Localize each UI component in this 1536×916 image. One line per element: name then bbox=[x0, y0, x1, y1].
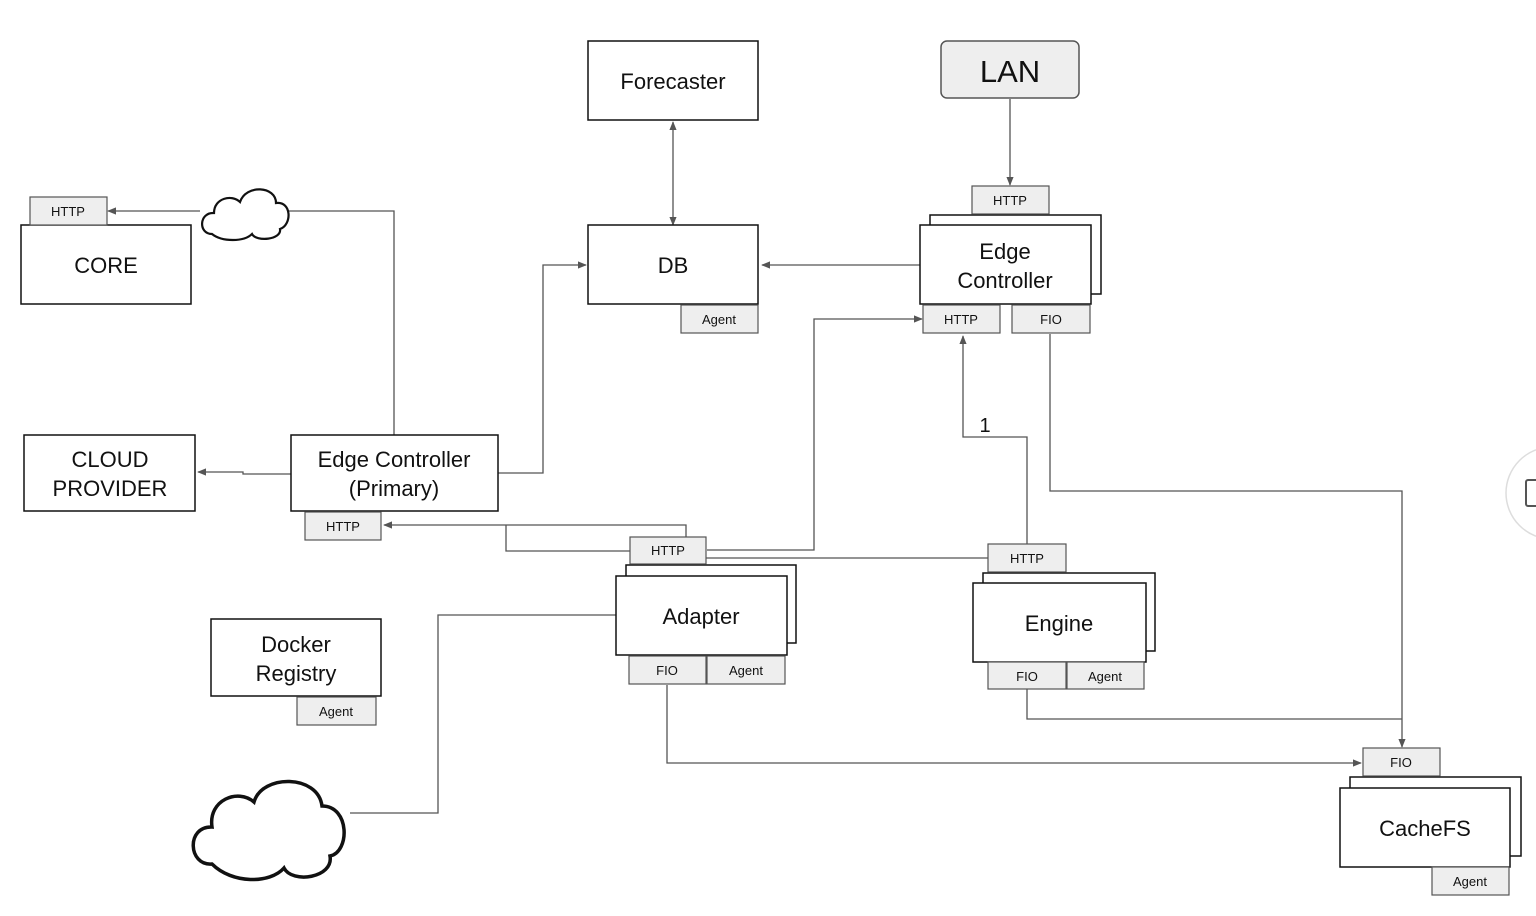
db-node[interactable]: DB bbox=[587, 224, 759, 305]
cachefs-fio-port[interactable]: FIO bbox=[1362, 747, 1441, 777]
adapter-node[interactable]: Adapter bbox=[615, 564, 797, 656]
edge-controller-primary-node[interactable]: Edge Controller (Primary) bbox=[290, 434, 499, 512]
panel-icon bbox=[1525, 479, 1536, 507]
connector-primary-to-cloud-provider bbox=[197, 468, 291, 476]
docker-registry-label-line1: Docker bbox=[261, 632, 331, 657]
edge-controller-http-bottom-port[interactable]: HTTP bbox=[922, 304, 1001, 334]
edge-primary-http-label: HTTP bbox=[326, 519, 360, 534]
lan-label: LAN bbox=[980, 54, 1040, 89]
engine-agent-label: Agent bbox=[1088, 669, 1122, 684]
engine-http-label: HTTP bbox=[1010, 551, 1044, 566]
engine-label: Engine bbox=[1025, 611, 1094, 636]
docker-registry-node[interactable]: Docker Registry bbox=[210, 618, 382, 697]
lan-node[interactable]: LAN bbox=[940, 40, 1080, 99]
edge-controller-label-line1: Edge bbox=[979, 239, 1030, 264]
edge-controller-http-top-label: HTTP bbox=[993, 193, 1027, 208]
core-node[interactable]: CORE bbox=[20, 224, 192, 305]
adapter-fio-port[interactable]: FIO bbox=[628, 655, 707, 685]
edge-controller-fio-port[interactable]: FIO bbox=[1011, 304, 1091, 334]
cachefs-fio-label: FIO bbox=[1390, 755, 1412, 770]
cloud-provider-label-line1: CLOUD bbox=[71, 447, 148, 472]
engine-fio-label: FIO bbox=[1016, 669, 1038, 684]
connector-adapter-fio-to-cachefs bbox=[666, 685, 1362, 767]
docker-registry-label-line2: Registry bbox=[256, 661, 337, 686]
connector-primary-to-db bbox=[498, 261, 587, 474]
connector-cloud-to-core bbox=[108, 211, 395, 435]
cachefs-agent-port[interactable]: Agent bbox=[1431, 866, 1510, 896]
db-agent-port[interactable]: Agent bbox=[680, 304, 759, 334]
edge-controller-http-bottom-label: HTTP bbox=[944, 312, 978, 327]
adapter-fio-label: FIO bbox=[656, 663, 678, 678]
docker-registry-agent-label: Agent bbox=[319, 704, 353, 719]
edge-label-one: 1 bbox=[979, 415, 990, 437]
adapter-label: Adapter bbox=[662, 604, 739, 629]
core-http-label: HTTP bbox=[51, 204, 85, 219]
edge-primary-label-line2: (Primary) bbox=[349, 476, 439, 501]
edge-controller-fio-label: FIO bbox=[1040, 312, 1062, 327]
edge-primary-label-line1: Edge Controller bbox=[318, 447, 471, 472]
connector-adapter-loop bbox=[505, 525, 630, 552]
cachefs-label: CacheFS bbox=[1379, 816, 1471, 841]
engine-node[interactable]: Engine bbox=[972, 572, 1156, 663]
connector-engine-adapter-http bbox=[689, 556, 988, 559]
edge-controller-http-top-port[interactable]: HTTP bbox=[971, 185, 1050, 215]
connector-adapter-to-primary-http bbox=[383, 521, 687, 537]
connector-adapter-to-edge-controller-http bbox=[707, 315, 923, 551]
engine-http-port[interactable]: HTTP bbox=[987, 543, 1067, 573]
db-agent-label: Agent bbox=[702, 312, 736, 327]
cachefs-node[interactable]: CacheFS bbox=[1339, 776, 1522, 868]
forecaster-node[interactable]: Forecaster bbox=[587, 40, 759, 121]
edge-controller-node[interactable]: Edge Controller bbox=[919, 214, 1102, 305]
edge-primary-http-port[interactable]: HTTP bbox=[304, 511, 382, 541]
connector-cloud-to-adapter bbox=[350, 614, 616, 814]
adapter-agent-port[interactable]: Agent bbox=[706, 655, 786, 685]
engine-agent-port[interactable]: Agent bbox=[1066, 661, 1145, 690]
cloud-icon-bottom bbox=[191, 779, 346, 882]
docker-registry-agent-port[interactable]: Agent bbox=[296, 696, 377, 726]
cloud-provider-node[interactable]: CLOUD PROVIDER bbox=[23, 434, 196, 512]
connector-engine-to-edge-controller bbox=[959, 335, 1028, 544]
db-label: DB bbox=[658, 253, 689, 278]
cloud-provider-label-line2: PROVIDER bbox=[53, 476, 168, 501]
connector-edge-controller-fio-to-cachefs bbox=[1049, 334, 1406, 748]
core-label: CORE bbox=[74, 253, 138, 278]
side-panel-toggle-button[interactable] bbox=[1505, 447, 1536, 539]
edge-controller-label-line2: Controller bbox=[957, 268, 1052, 293]
engine-fio-port[interactable]: FIO bbox=[987, 661, 1067, 690]
adapter-agent-label: Agent bbox=[729, 663, 763, 678]
adapter-http-label: HTTP bbox=[651, 543, 685, 558]
adapter-http-port[interactable]: HTTP bbox=[629, 536, 707, 565]
connector-engine-fio-to-cachefs bbox=[1026, 689, 1402, 720]
cachefs-agent-label: Agent bbox=[1453, 874, 1487, 889]
forecaster-label: Forecaster bbox=[620, 69, 725, 94]
core-http-port[interactable]: HTTP bbox=[29, 196, 108, 226]
cloud-icon-top bbox=[201, 188, 290, 242]
